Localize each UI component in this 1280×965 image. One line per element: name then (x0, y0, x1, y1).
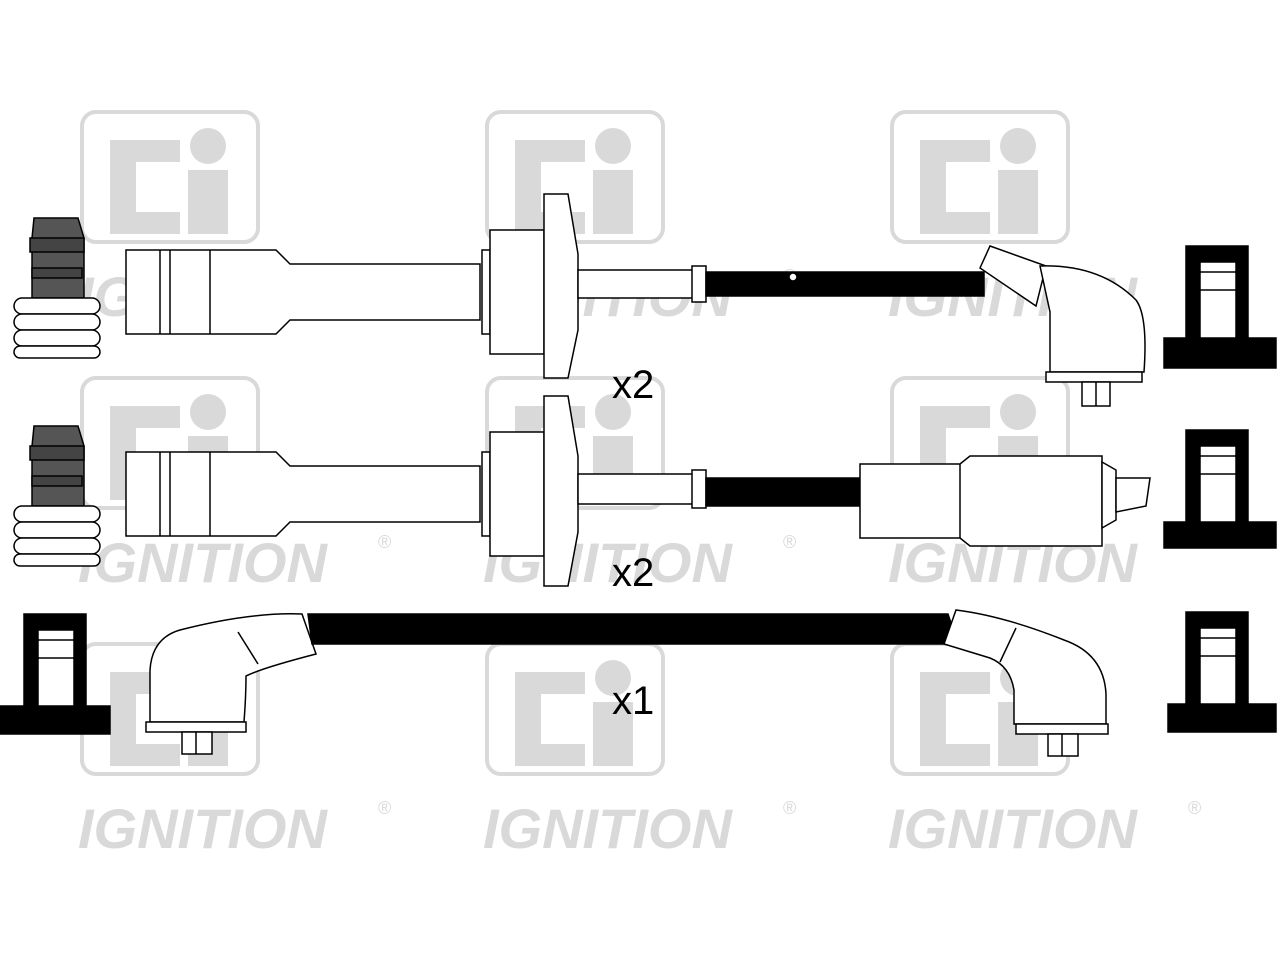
plug-terminal (1163, 429, 1277, 549)
lead-cable (705, 271, 985, 297)
distributor-terminal (13, 425, 101, 567)
watermark-logo (890, 110, 1070, 244)
angled-boot (979, 245, 1146, 407)
watermark-registered: ® (783, 798, 796, 818)
angled-boot (145, 613, 317, 755)
plug-terminal (1167, 611, 1277, 733)
lead-cable (705, 477, 861, 507)
watermark-word: IGNITION (888, 797, 1138, 860)
straight-boot (125, 193, 707, 379)
lead-row-1 (13, 193, 1277, 407)
quantity-label: x1 (612, 679, 654, 723)
watermark-word: IGNITION (78, 797, 328, 860)
lead-row-3 (0, 609, 1277, 757)
straight-boot (125, 395, 707, 587)
coil-terminal-left (0, 613, 111, 735)
quantity-label: x2 (612, 363, 654, 407)
watermark-registered: ® (783, 532, 796, 552)
watermark-logo (485, 110, 665, 244)
watermark-registered: ® (378, 532, 391, 552)
watermark-registered: ® (378, 798, 391, 818)
watermark-word: IGNITION (78, 531, 328, 594)
watermark-registered: ® (1188, 798, 1201, 818)
angled-boot (943, 609, 1109, 757)
cable-marker (788, 272, 798, 282)
lead-row-2 (13, 395, 1277, 587)
lead-cable (307, 613, 960, 645)
straight-coil-boot (859, 455, 1151, 547)
watermark-logo (80, 110, 260, 244)
watermark-word: IGNITION (483, 797, 733, 860)
distributor-terminal (13, 217, 101, 359)
quantity-label: x2 (612, 551, 654, 595)
plug-terminal (1163, 245, 1277, 369)
